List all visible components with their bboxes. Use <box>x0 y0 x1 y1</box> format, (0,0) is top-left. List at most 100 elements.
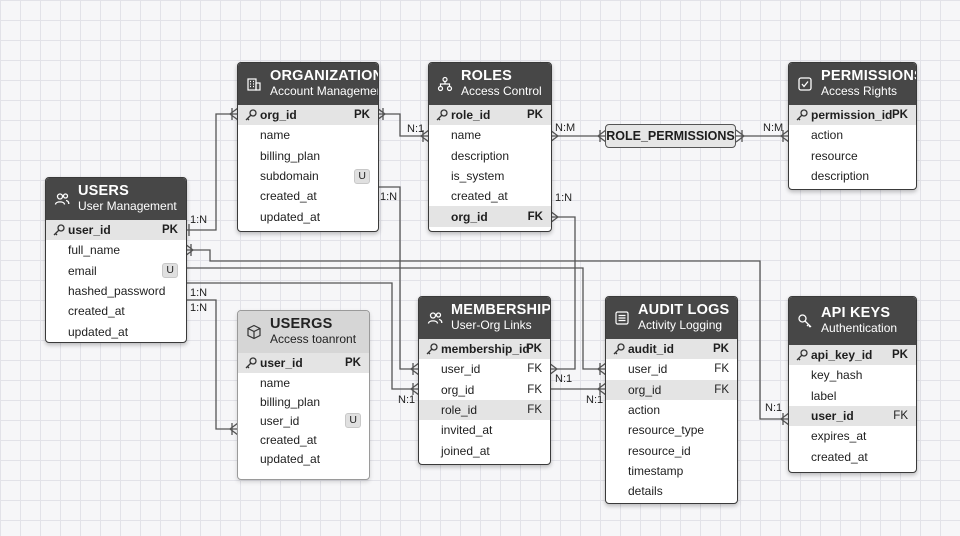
users-icon <box>54 193 70 205</box>
entity-subtitle: User-Org Links <box>451 318 532 332</box>
unique-badge: U <box>354 168 370 184</box>
field-row[interactable]: billing_plan <box>238 392 369 411</box>
field-row[interactable]: label <box>789 386 916 406</box>
cardinality-apikeys-users: N:1 <box>765 402 783 414</box>
field-row[interactable]: timestamp <box>606 461 737 481</box>
field-row[interactable]: created_at <box>789 446 916 466</box>
field-row[interactable]: subdomain U <box>238 166 378 186</box>
field-name: resource_id <box>628 443 691 458</box>
hierarchy-icon <box>437 76 453 92</box>
key-icon <box>798 314 812 328</box>
field-row[interactable]: resource <box>789 146 916 166</box>
checkbox-icon <box>798 77 812 91</box>
field-name: user_id <box>811 409 854 424</box>
link-organizations-memberships <box>377 186 419 370</box>
entity-subtitle: Activity Logging <box>638 318 723 332</box>
field-name: invited_at <box>441 423 493 438</box>
field-row[interactable]: is_system <box>429 166 551 186</box>
field-row[interactable]: joined_at <box>419 440 550 460</box>
field-row[interactable]: name <box>238 373 369 392</box>
pk-badge: PK <box>527 109 543 122</box>
field-row[interactable]: created_at <box>429 186 551 206</box>
field-name: key_hash <box>811 368 863 383</box>
field-name: is_system <box>451 169 505 184</box>
field-row[interactable]: updated_at <box>238 449 369 468</box>
field-row[interactable]: expires_at <box>789 426 916 446</box>
cube-icon <box>247 324 261 340</box>
field-name: org_id <box>628 382 662 397</box>
key-icon <box>796 109 808 121</box>
field-name: description <box>451 148 510 163</box>
field-name: created_at <box>451 189 508 204</box>
field-name: org_id <box>451 209 488 224</box>
field-name: user_id <box>68 223 111 238</box>
field-row[interactable]: created_at <box>46 301 186 321</box>
field-name: hashed_password <box>68 284 166 299</box>
pk-badge: PK <box>526 343 542 356</box>
field-row[interactable]: action <box>606 400 737 420</box>
field-row[interactable]: action <box>789 125 916 145</box>
link-roles-memberships <box>549 216 576 370</box>
field-row[interactable]: created_at <box>238 186 378 206</box>
entity-organizations[interactable]: ORGANIZATIONSAccount Management org_idPK… <box>237 62 379 232</box>
entity-title: MEMBERSHIPS <box>451 302 551 318</box>
field-name: permission_id <box>811 108 893 123</box>
field-row[interactable]: details <box>606 481 737 501</box>
field-row[interactable]: billing_plan <box>238 146 378 166</box>
field-name: resource <box>811 148 858 163</box>
field-name: created_at <box>260 432 317 447</box>
entity-title: ROLES <box>461 68 512 84</box>
cardinality-roles-junction: N:M <box>555 122 576 134</box>
field-row[interactable]: description <box>789 166 916 186</box>
field-row[interactable]: name <box>429 125 551 145</box>
field-row[interactable]: resource_type <box>606 420 737 440</box>
field-row[interactable]: resource_id <box>606 440 737 460</box>
pk-badge: PK <box>354 109 370 122</box>
field-row[interactable]: updated_at <box>238 206 378 226</box>
field-row[interactable]: invited_at <box>419 420 550 440</box>
field-row[interactable]: hashed_password <box>46 281 186 301</box>
cardinality-memberships-audit-a: N:1 <box>555 373 573 385</box>
cardinality-memberships-left: N:1 <box>398 394 416 406</box>
field-row[interactable]: key_hash <box>789 365 916 385</box>
field-row[interactable]: description <box>429 146 551 166</box>
field-name: subdomain <box>260 169 319 184</box>
field-row[interactable]: full_name <box>46 240 186 260</box>
entity-subtitle: Access toanront <box>270 332 357 346</box>
field-row[interactable]: created_at <box>238 430 369 449</box>
role-permissions-junction[interactable]: ROLE_PERMISSIONS <box>605 124 736 148</box>
field-row[interactable]: updated_at <box>46 321 186 341</box>
field-row[interactable]: name <box>238 125 378 145</box>
entity-header: ORGANIZATIONSAccount Management <box>238 63 378 105</box>
field-name: created_at <box>68 304 125 319</box>
